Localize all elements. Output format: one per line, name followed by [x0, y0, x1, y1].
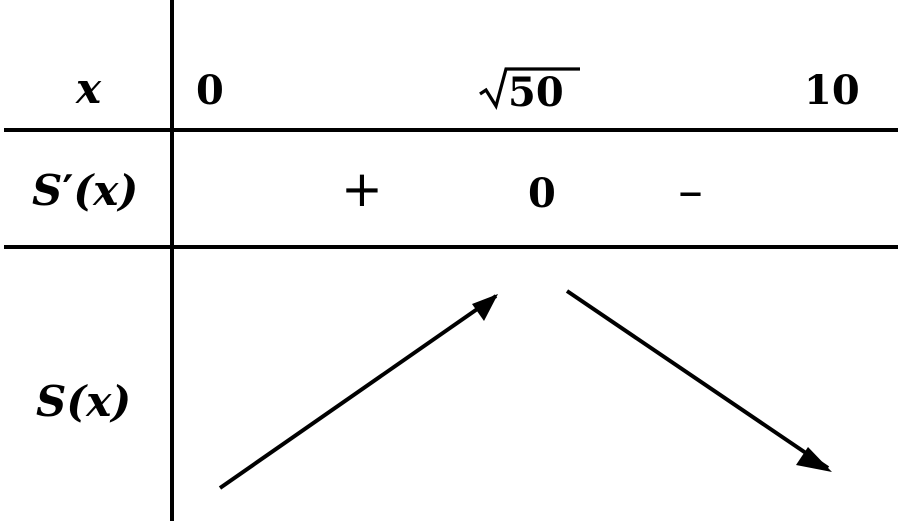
radical-sign-icon — [479, 67, 580, 110]
derivative-label-prime: ′ — [62, 166, 74, 215]
radicand-value: 50 — [508, 69, 564, 116]
row-label-function: S(x) — [36, 381, 131, 423]
derivative-label-main: S — [32, 166, 63, 215]
x-value-end: 10 — [804, 67, 860, 114]
decreasing-arrow — [565, 289, 830, 470]
derivative-sign-positive: + — [341, 160, 383, 218]
x-value-critical: 50 — [478, 66, 582, 116]
decreasing-arrowhead — [796, 447, 832, 472]
increasing-arrow — [218, 294, 498, 490]
function-label-main: S — [36, 377, 67, 426]
derivative-sign-negative: – — [678, 162, 703, 220]
x-value-start: 0 — [196, 67, 224, 114]
derivative-label-arg: (x) — [73, 166, 139, 215]
row-label-x: x — [76, 64, 102, 113]
row-label-derivative: S′(x) — [32, 170, 138, 212]
derivative-zero: 0 — [528, 170, 556, 217]
function-label-arg: (x) — [66, 377, 132, 426]
increasing-arrowhead — [472, 294, 498, 321]
